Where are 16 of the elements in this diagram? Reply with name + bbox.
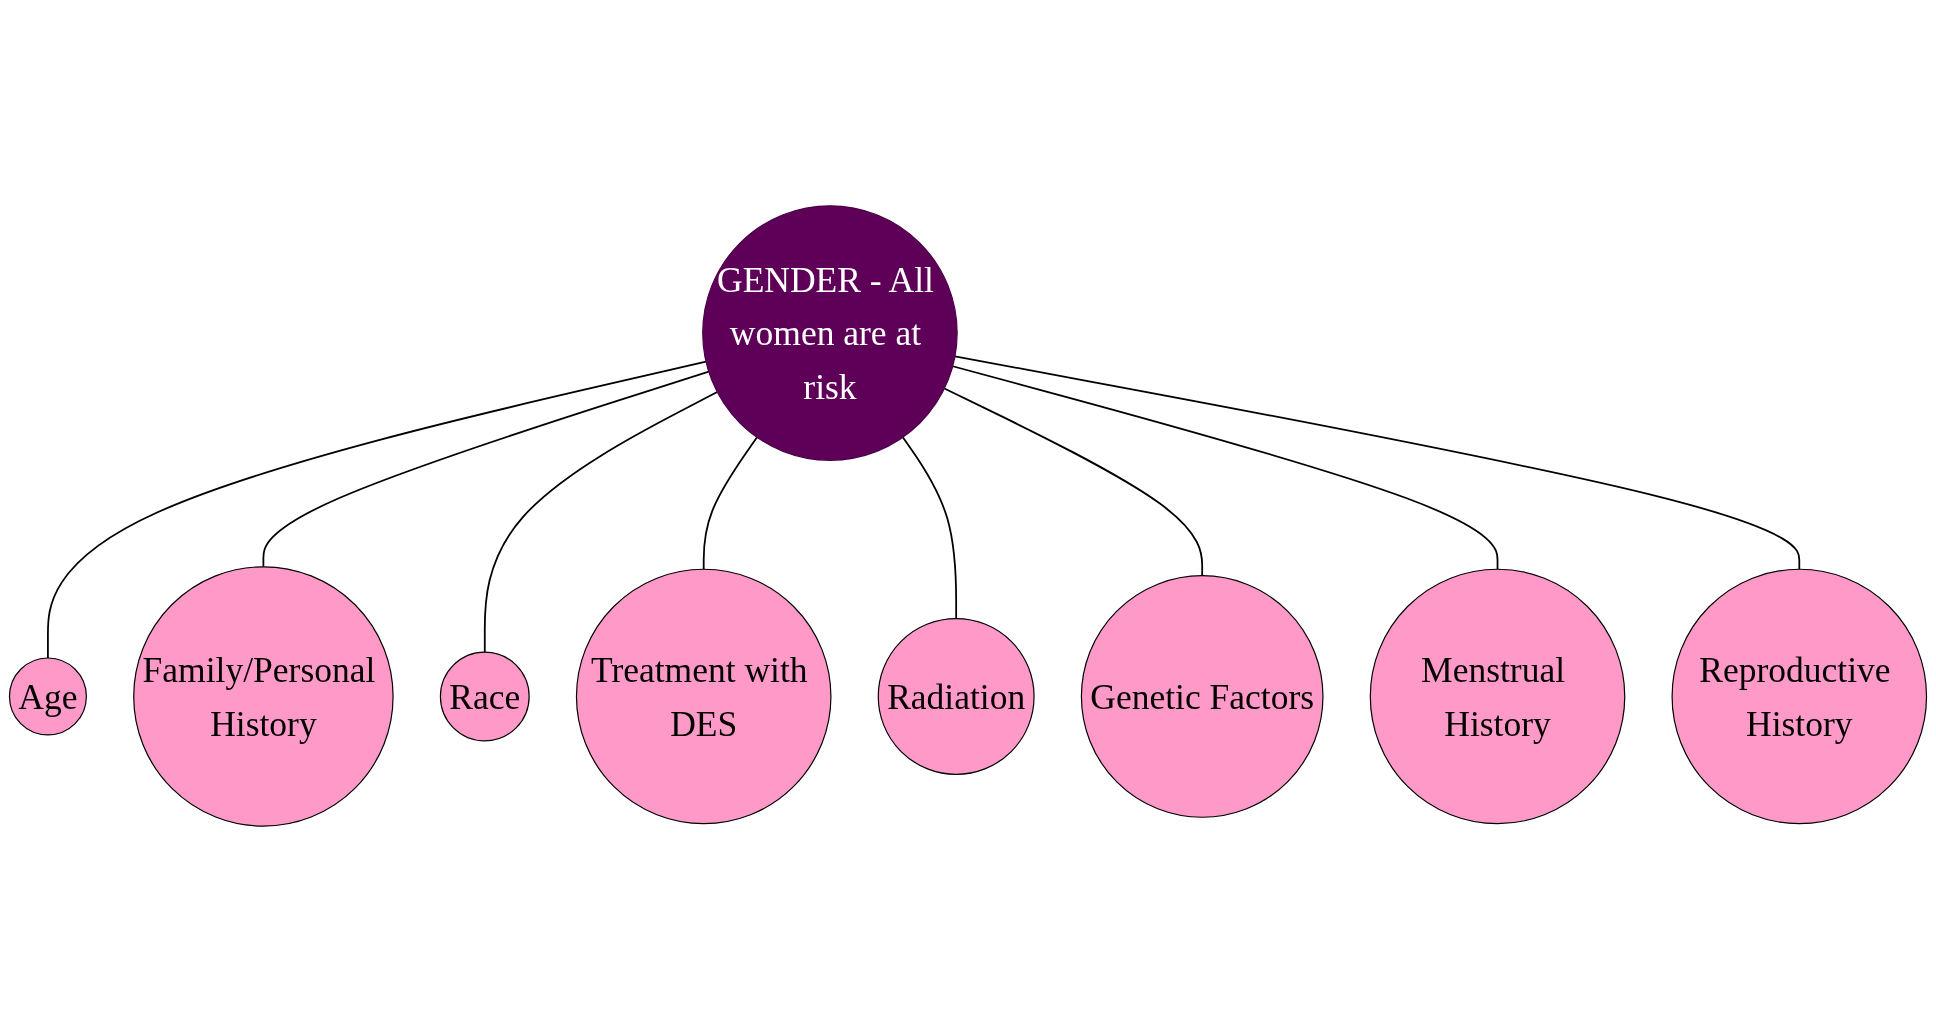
- connector: [901, 436, 958, 620]
- node-circle: Radiation: [877, 618, 1035, 775]
- connector: [702, 436, 758, 571]
- node-circle: Reproductive History: [1671, 568, 1928, 825]
- node-circle: Genetic Factors: [1080, 575, 1324, 818]
- node-circle: GENDER - All women are at risk: [702, 205, 958, 461]
- node-circle: Race: [439, 651, 530, 742]
- connector: [943, 387, 1204, 577]
- connector: [954, 355, 1801, 571]
- node-circle: Treatment with DES: [575, 568, 832, 825]
- connector: [262, 370, 710, 568]
- connector: [483, 391, 719, 653]
- node-circle: Age: [8, 657, 87, 736]
- node-circle: Family/Personal History: [133, 566, 394, 827]
- node-circle: Menstrual History: [1369, 568, 1626, 825]
- connector: [47, 360, 707, 659]
